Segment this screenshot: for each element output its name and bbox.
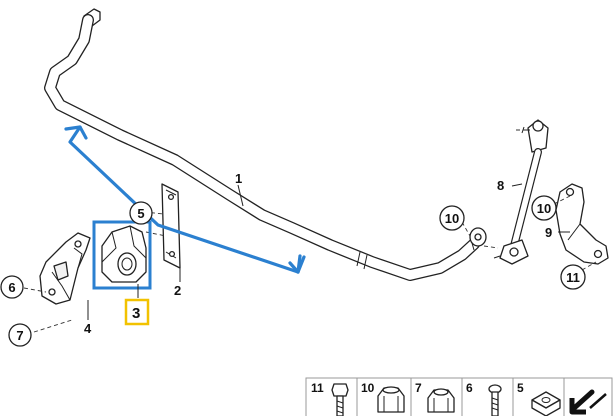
bracket[interactable]: [39, 232, 91, 305]
callout-3: 3: [132, 305, 140, 322]
highlight-box: [92, 220, 152, 290]
callout-5: 5: [137, 206, 144, 221]
callout-10a: 10: [445, 211, 459, 226]
callout-6: 6: [8, 280, 15, 295]
legend-label-11: 11: [311, 381, 324, 395]
callout-5-circle: [129, 201, 153, 225]
leader-8: [511, 183, 523, 187]
assembly-line-nut-10a: [461, 221, 499, 249]
assembly-line-bolt-6: [23, 287, 47, 293]
callout-10b: 10: [537, 201, 551, 216]
square-nut-icon: [531, 391, 561, 416]
callout-11: 11: [566, 270, 580, 285]
callout-10b-circle: [531, 195, 557, 221]
callout-9: 9: [545, 225, 552, 240]
callout-8: 8: [497, 178, 504, 193]
callout-10a-circle: [439, 205, 465, 231]
callout-7: 7: [16, 328, 23, 343]
stabilizer-bar[interactable]: [44, 8, 487, 281]
coupling-link[interactable]: [493, 119, 549, 265]
callout-3-box: [124, 298, 150, 326]
assembly-line-nut-10b: [553, 195, 571, 205]
legend-label-10: 10: [361, 381, 375, 395]
callout-7-circle: [8, 323, 32, 347]
legend-label-5: 5: [517, 381, 524, 395]
callout-11-circle: [560, 264, 586, 290]
arrow-icon: [569, 389, 607, 415]
callout-6-circle: [0, 275, 24, 299]
collar-nut-icon: [377, 386, 405, 413]
assembly-line-nut-7: [33, 319, 73, 333]
rubber-mount[interactable]: [101, 225, 147, 283]
legend-label-7: 7: [415, 381, 422, 395]
callout-1: 1: [235, 171, 242, 186]
callout-4: 4: [84, 321, 92, 336]
legend-label-6: 6: [466, 381, 473, 395]
highlight-arrow: [64, 125, 306, 274]
callout-2: 2: [174, 283, 181, 298]
link-bracket[interactable]: [555, 183, 609, 265]
mounting-plate[interactable]: [161, 183, 181, 269]
assembly-line-bolt-11: [581, 261, 597, 271]
leader-1: [237, 184, 244, 207]
hex-bolt-icon: [331, 383, 349, 416]
fastener-legend: 11 10 7 6 5: [305, 377, 613, 416]
flange-nut-icon: [427, 388, 455, 413]
small-bolt-icon: [488, 384, 502, 416]
